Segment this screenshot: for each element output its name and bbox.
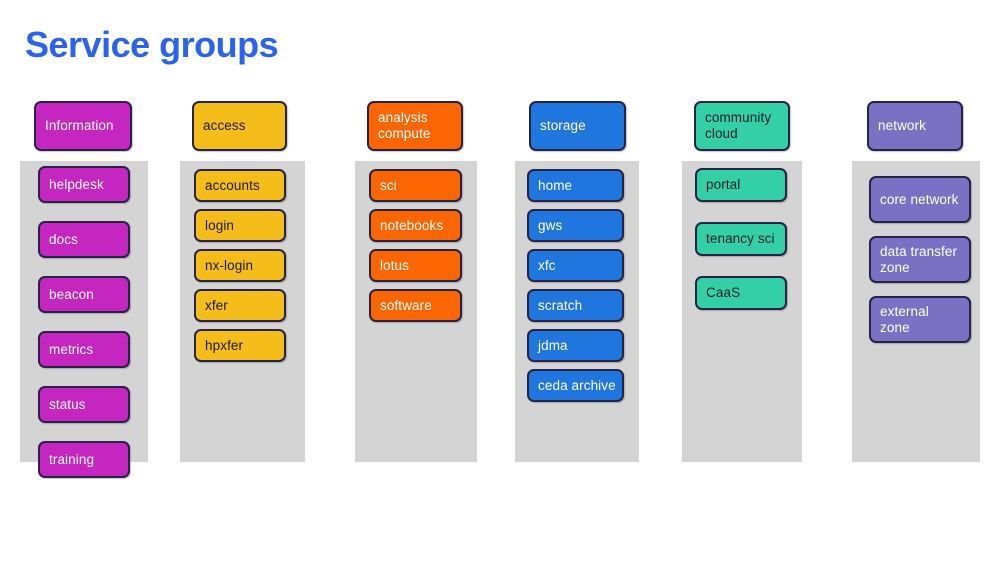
page-title: Service groups [25, 24, 279, 65]
group-panel-community-cloud [682, 161, 802, 462]
service-node[interactable]: status [38, 386, 130, 423]
group-header-access[interactable]: access [192, 101, 287, 151]
service-node[interactable]: portal [695, 168, 787, 202]
group-header-label: network [878, 118, 926, 133]
service-node[interactable]: CaaS [695, 276, 787, 310]
service-node-label: portal [706, 177, 741, 192]
service-node[interactable]: xfc [527, 249, 624, 282]
service-node-label: helpdesk [49, 176, 104, 192]
service-node[interactable]: helpdesk [38, 166, 130, 203]
group-header-information[interactable]: Information [34, 101, 132, 151]
service-node[interactable]: tenancy sci [695, 222, 787, 256]
service-node-label: beacon [49, 286, 94, 302]
service-node-label: metrics [49, 341, 94, 357]
service-node-label: data transfer zone [880, 243, 958, 275]
service-node[interactable]: core network [869, 176, 971, 223]
service-node[interactable]: ceda archive [527, 369, 624, 402]
service-node-label: lotus [380, 257, 410, 273]
service-node-label: gws [538, 217, 563, 233]
service-node-label: external zone [880, 303, 929, 335]
service-node[interactable]: sci [369, 169, 462, 202]
group-header-storage[interactable]: storage [529, 101, 626, 151]
service-node-label: training [49, 451, 95, 467]
service-node-label: xfer [205, 297, 228, 313]
service-node[interactable]: data transfer zone [869, 236, 971, 283]
service-node-label: CaaS [706, 285, 741, 300]
service-node-label: xfc [538, 257, 556, 273]
group-header-label: access [203, 118, 246, 133]
service-node-label: core network [880, 191, 959, 207]
service-node[interactable]: gws [527, 209, 624, 242]
group-header-network[interactable]: network [867, 101, 963, 151]
service-node[interactable]: training [38, 441, 130, 478]
group-header-label: analysis compute [378, 110, 431, 141]
group-header-community-cloud[interactable]: community cloud [694, 101, 790, 151]
service-node-label: nx-login [205, 257, 254, 273]
service-node[interactable]: nx-login [194, 249, 286, 282]
service-node[interactable]: software [369, 289, 462, 322]
group-header-label: Information [45, 118, 114, 133]
service-node[interactable]: docs [38, 221, 130, 258]
service-node[interactable]: xfer [194, 289, 286, 322]
service-node-label: docs [49, 231, 78, 247]
service-node[interactable]: home [527, 169, 624, 202]
service-node[interactable]: scratch [527, 289, 624, 322]
service-node[interactable]: hpxfer [194, 329, 286, 362]
service-node[interactable]: accounts [194, 169, 286, 202]
service-node-label: accounts [205, 177, 260, 193]
service-node[interactable]: lotus [369, 249, 462, 282]
group-header-label: community cloud [705, 110, 772, 141]
service-node[interactable]: metrics [38, 331, 130, 368]
service-node-label: notebooks [380, 217, 444, 233]
service-node-label: hpxfer [205, 337, 244, 353]
service-node-label: sci [380, 177, 397, 193]
group-header-label: storage [540, 118, 586, 133]
service-node-label: login [205, 217, 235, 233]
service-node[interactable]: login [194, 209, 286, 242]
service-node-label: tenancy sci [706, 231, 775, 246]
service-node-label: ceda archive [538, 377, 616, 393]
service-node[interactable]: beacon [38, 276, 130, 313]
service-node-label: jdma [538, 337, 568, 353]
service-node[interactable]: jdma [527, 329, 624, 362]
service-node[interactable]: notebooks [369, 209, 462, 242]
service-node[interactable]: external zone [869, 296, 971, 343]
group-header-analysis-compute[interactable]: analysis compute [367, 101, 463, 151]
service-node-label: scratch [538, 297, 583, 313]
service-node-label: status [49, 396, 86, 412]
service-node-label: home [538, 177, 573, 193]
service-node-label: software [380, 297, 432, 313]
